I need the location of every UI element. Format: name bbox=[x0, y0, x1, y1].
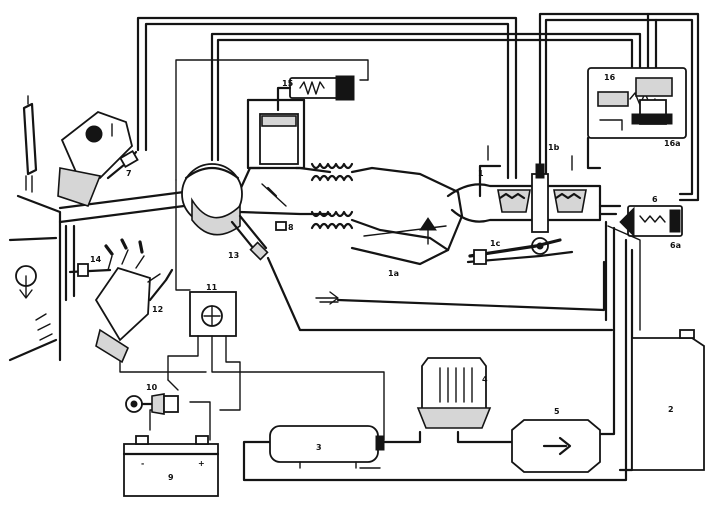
label-1c: 1c bbox=[490, 239, 501, 248]
label-6: 6 bbox=[652, 195, 658, 204]
ignition-distributor: 12 bbox=[94, 238, 174, 364]
fuel-filter: 5 bbox=[511, 407, 601, 473]
intake-manifold: 8 bbox=[58, 166, 332, 232]
intake-bellows: 1a bbox=[310, 162, 464, 278]
label-15: 15 bbox=[282, 79, 294, 88]
label-16a: 16a bbox=[664, 139, 681, 148]
thermo-time-switch: 14 bbox=[64, 224, 112, 302]
engine-cylinder-head: 7 bbox=[8, 95, 139, 362]
label-14: 14 bbox=[90, 255, 102, 264]
safety-relay: 11 bbox=[189, 283, 237, 337]
battery-plus-sign: + bbox=[198, 459, 205, 468]
label-1: 1 bbox=[478, 169, 484, 178]
pressure-regulator: 6 6a bbox=[598, 195, 683, 332]
fuel-pump: 3 bbox=[269, 425, 385, 469]
label-2: 2 bbox=[668, 405, 674, 414]
ignition-switch: 10 bbox=[125, 383, 179, 415]
fuel-tank: 2 bbox=[631, 329, 705, 471]
battery: - + 9 bbox=[122, 435, 220, 497]
label-13: 13 bbox=[228, 251, 239, 260]
label-7: 7 bbox=[126, 169, 132, 178]
label-5: 5 bbox=[554, 407, 560, 416]
label-1b: 1b bbox=[548, 143, 560, 152]
label-6a: 6a bbox=[670, 241, 681, 250]
label-3: 3 bbox=[316, 443, 322, 452]
label-8: 8 bbox=[288, 223, 294, 232]
label-12: 12 bbox=[152, 305, 163, 314]
fuel-distributor: 1 1b 1c bbox=[446, 143, 602, 265]
air-valve-globe: 13 bbox=[181, 163, 269, 261]
auxiliary-air-valve: 15 bbox=[246, 75, 355, 170]
label-11: 11 bbox=[206, 283, 218, 292]
label-4: 4 bbox=[482, 375, 488, 384]
label-16: 16 bbox=[604, 73, 616, 82]
warm-up-regulator: 16 16a bbox=[586, 67, 687, 170]
top-fuel-lines bbox=[136, 12, 700, 202]
label-10: 10 bbox=[146, 383, 158, 392]
label-9: 9 bbox=[168, 473, 174, 482]
air-flow-arrow bbox=[315, 291, 339, 305]
fuel-accumulator: 4 bbox=[416, 357, 492, 429]
label-1a: 1a bbox=[388, 269, 399, 278]
battery-minus-sign: - bbox=[141, 459, 144, 468]
